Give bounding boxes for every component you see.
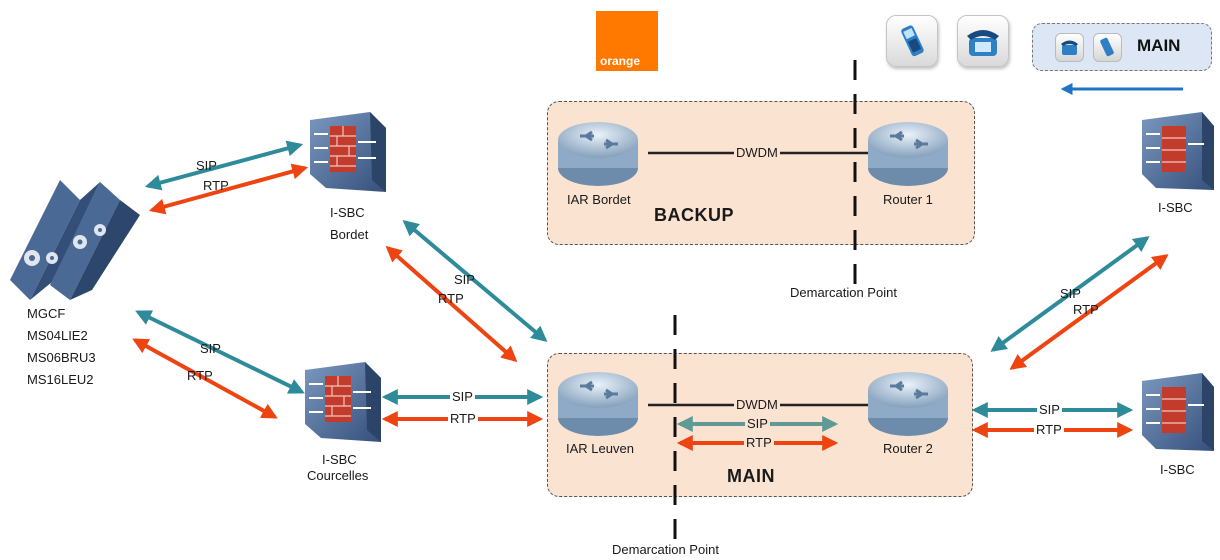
- mgcf-server-icon: [10, 180, 140, 300]
- rtp-arrow-mgcf-courcelles: [132, 338, 278, 419]
- rtp-label-main-inner: RTP: [744, 435, 774, 450]
- sip-label-bordet-leuven: SIP: [454, 272, 475, 287]
- legend-mobile-phone: [1093, 33, 1122, 62]
- legend-label: MAIN: [1137, 36, 1181, 55]
- desk-phone-icon: [1061, 40, 1078, 55]
- sbc-bordet-label-1: I-SBC: [330, 205, 365, 220]
- desk-phone-icon: [967, 30, 999, 56]
- router-1-label: Router 1: [883, 192, 933, 207]
- rtp-arrow-bordet-leuven: [385, 245, 518, 363]
- sip-label-main-right-sbc: SIP: [1060, 286, 1081, 301]
- rtp-label-router2-sbc: RTP: [1034, 422, 1064, 437]
- mgcf-label: MGCF: [27, 306, 66, 321]
- main-title: MAIN: [727, 466, 775, 486]
- rtp-label-mgcf-courcelles: RTP: [187, 368, 213, 383]
- mgcf-ms16leu2: MS16LEU2: [27, 372, 94, 387]
- sip-label-main-inner: SIP: [745, 416, 770, 431]
- sbc-courcelles-label-1: I-SBC: [322, 452, 357, 467]
- mobile-phone-icon: [1100, 37, 1114, 57]
- mobile-phone-icon: [901, 25, 924, 57]
- router-2-label: Router 2: [883, 441, 933, 456]
- sbc-right-bottom-label: I-SBC: [1160, 462, 1195, 477]
- sbc-bordet-firewall-icon: [310, 112, 386, 192]
- orange-logo: orange: [596, 11, 658, 71]
- sip-label-mgcf-courcelles: SIP: [200, 341, 221, 356]
- sbc-courcelles-firewall-icon: [305, 362, 381, 442]
- sip-label-courcelles-leuven: SIP: [450, 389, 475, 404]
- sbc-courcelles-label-2: Courcelles: [307, 468, 369, 483]
- router-iar-leuven-icon: [558, 372, 638, 436]
- iar-bordet-label: IAR Bordet: [567, 192, 631, 207]
- rtp-arrow-main-right-sbc: [1009, 254, 1169, 370]
- mgcf-ms04lie2: MS04LIE2: [27, 328, 88, 343]
- sip-label-mgcf-bordet: SIP: [196, 158, 217, 173]
- demarcation-label-bottom: Demarcation Point: [612, 542, 719, 557]
- sbc-right-top-firewall-icon: [1142, 112, 1214, 190]
- rtp-label-courcelles-leuven: RTP: [448, 411, 478, 426]
- router-1-icon: [868, 122, 948, 186]
- rtp-label-mgcf-bordet: RTP: [203, 178, 229, 193]
- demarcation-label-top: Demarcation Point: [790, 285, 897, 300]
- main-legend: MAIN: [1032, 23, 1212, 71]
- sbc-right-bottom-firewall-icon: [1142, 373, 1214, 451]
- backup-title: BACKUP: [654, 205, 735, 225]
- mgcf-ms06bru3: MS06BRU3: [27, 350, 96, 365]
- desk-phone-tile: [957, 15, 1009, 67]
- sbc-bordet-label-2: Bordet: [330, 227, 369, 242]
- rtp-label-bordet-leuven: RTP: [438, 291, 464, 306]
- orange-logo-text: orange: [600, 54, 641, 68]
- mobile-phone-tile: [886, 15, 938, 67]
- sbc-right-top-label: I-SBC: [1158, 200, 1193, 215]
- router-iar-bordet-icon: [558, 122, 638, 186]
- legend-desk-phone: [1055, 33, 1084, 62]
- dwdm-backup-label: DWDM: [734, 145, 780, 160]
- rtp-arrow-mgcf-bordet: [148, 163, 309, 215]
- rtp-label-main-right-sbc: RTP: [1073, 302, 1099, 317]
- dwdm-main-label: DWDM: [734, 397, 780, 412]
- router-2-icon: [868, 372, 948, 436]
- iar-leuven-label: IAR Leuven: [566, 441, 634, 456]
- sip-label-router2-sbc: SIP: [1037, 402, 1062, 417]
